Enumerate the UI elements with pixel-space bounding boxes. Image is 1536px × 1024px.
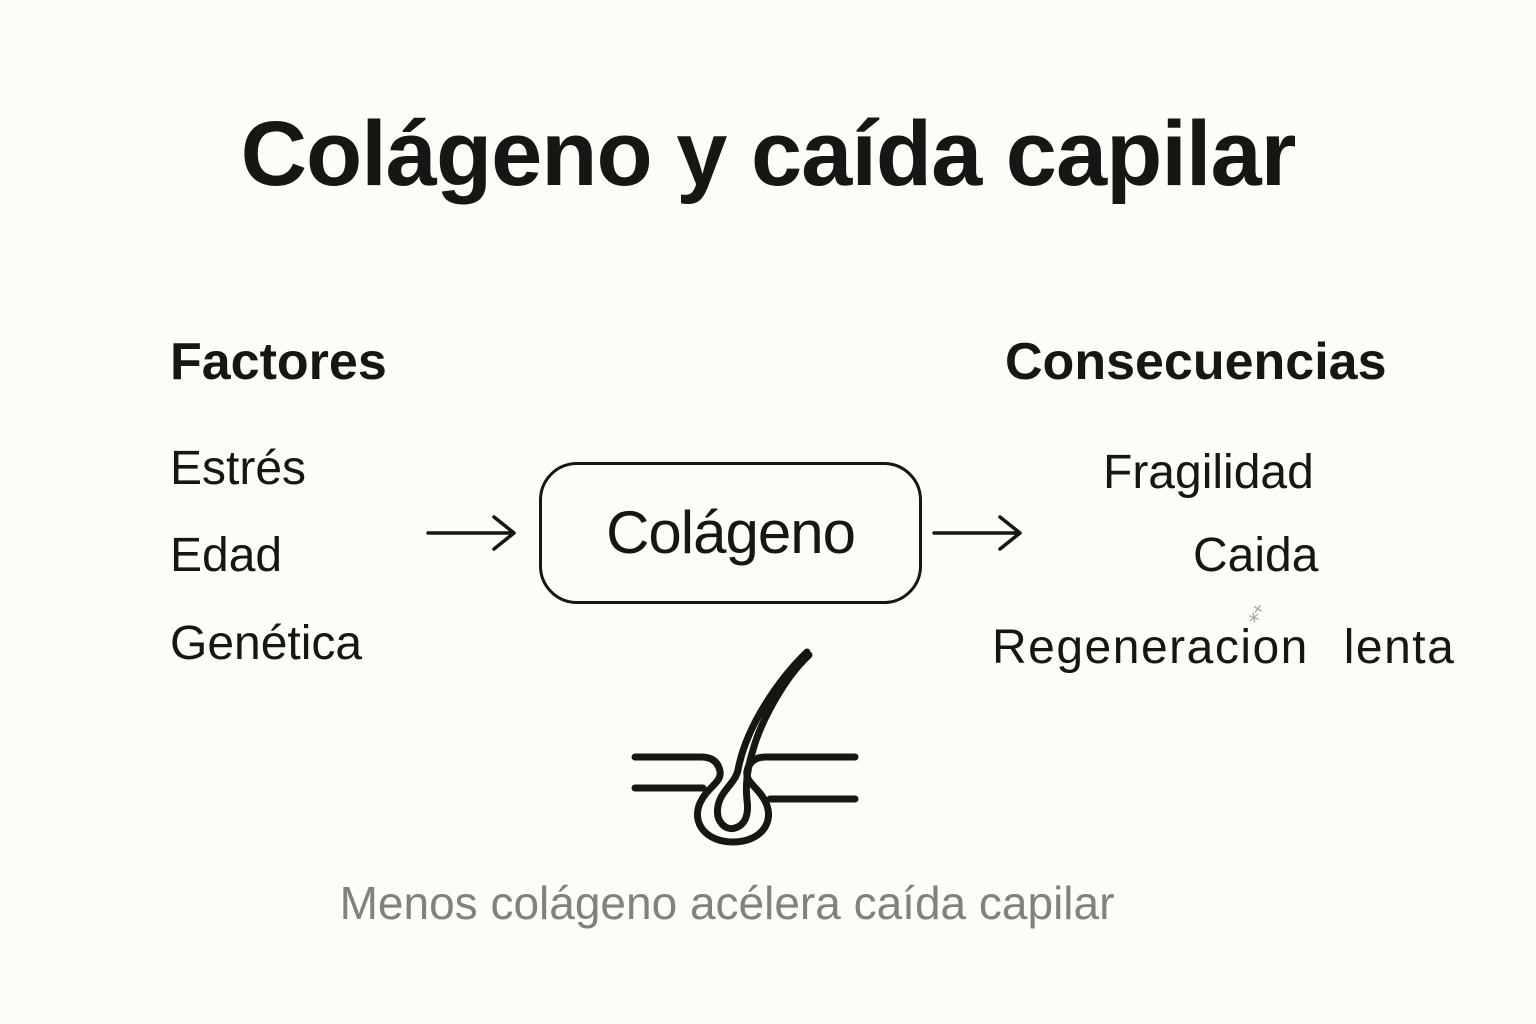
- consequence-item-regeneracion-lenta: Regeneracion lenta: [992, 621, 1456, 674]
- factors-header: Factores: [170, 333, 387, 391]
- collagen-node-label: Colágeno: [606, 499, 856, 566]
- consequences-header: Consecuencias: [1005, 333, 1387, 391]
- arrow-right-icon: [424, 515, 520, 551]
- arrow-right-icon: [930, 515, 1026, 551]
- collagen-node-box: Colágeno: [539, 462, 922, 604]
- factor-item-edad: Edad: [170, 529, 283, 582]
- hair-follicle-icon: [580, 630, 920, 870]
- consequence-item-fragilidad: Fragilidad: [1103, 446, 1314, 499]
- page-title: Colágeno y caída capilar: [240, 103, 1297, 205]
- factor-item-estres: Estrés: [170, 442, 307, 495]
- caption-text: Menos colágeno acélera caída capilar: [339, 877, 1115, 929]
- consequence-item-caida: Caida: [1193, 529, 1319, 582]
- factor-item-genetica: Genética: [170, 617, 363, 670]
